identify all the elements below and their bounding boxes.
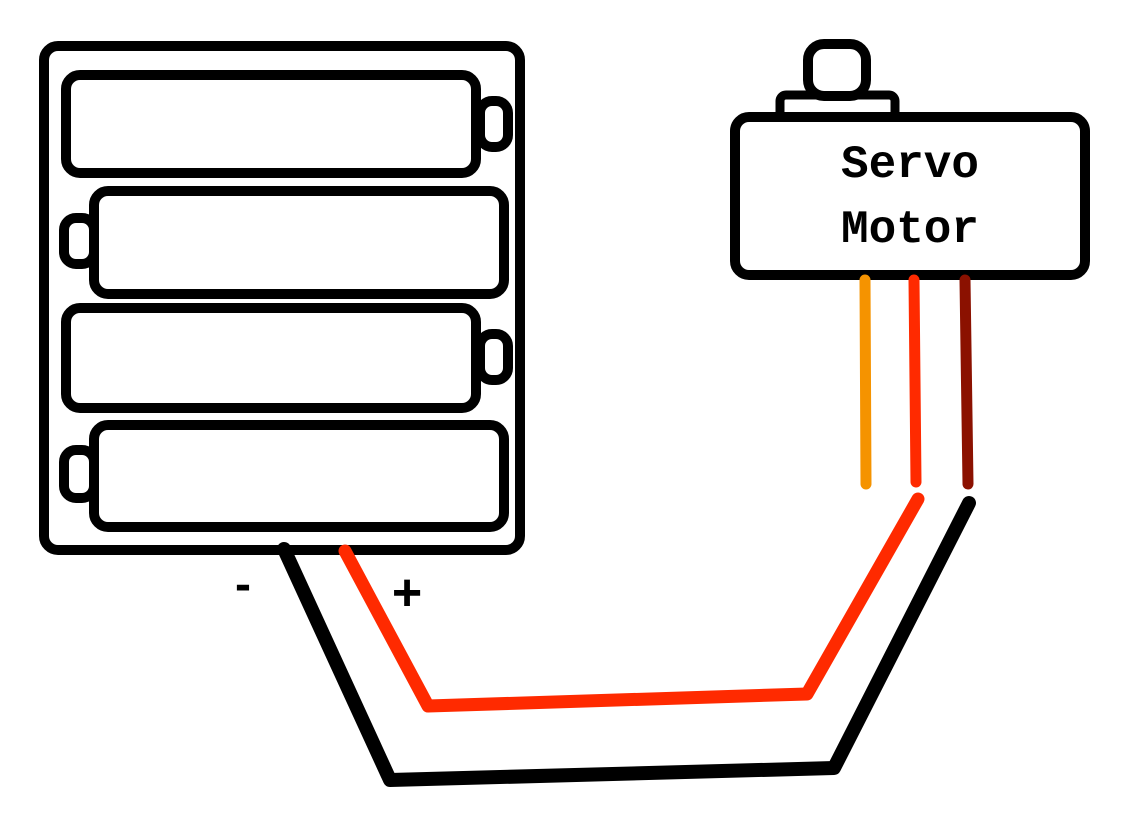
battery-cell-1 xyxy=(61,70,513,178)
servo-shaft xyxy=(803,39,871,101)
negative-ground-wire xyxy=(277,496,976,787)
battery-pack: - + xyxy=(39,41,525,622)
servo-body xyxy=(730,112,1090,280)
positive-power-wire xyxy=(338,492,925,713)
negative-terminal-label: - xyxy=(235,558,251,611)
servo-signal-lead xyxy=(859,274,872,490)
positive-terminal-label: + xyxy=(392,564,422,622)
battery-cell-4 xyxy=(59,420,509,532)
servo-ground-lead xyxy=(959,274,974,490)
servo-power-lead xyxy=(908,274,922,488)
servo-label-line2: Motor xyxy=(841,204,979,256)
servo-motor: Servo Motor xyxy=(730,39,1090,490)
battery-cell-3 xyxy=(61,303,513,413)
battery-cell-2 xyxy=(59,186,509,299)
servo-label-line1: Servo xyxy=(841,139,979,191)
